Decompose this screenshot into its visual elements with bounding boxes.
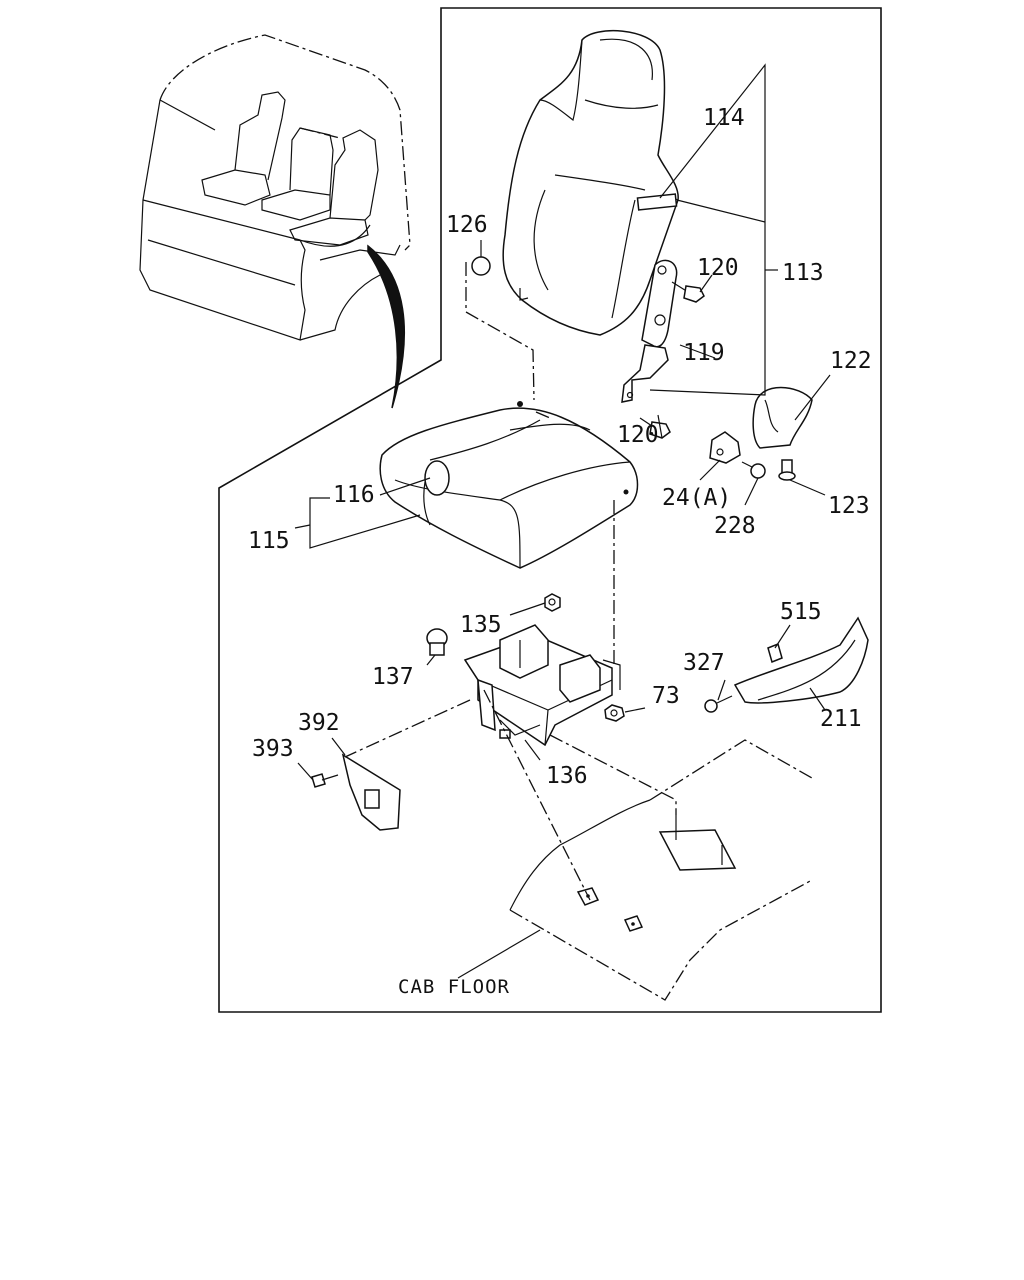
callout-515: 515 — [780, 599, 822, 625]
diagram-frame — [218, 7, 882, 1013]
knob-cover — [709, 431, 741, 464]
callout-211: 211 — [820, 706, 862, 732]
leader-lines — [294, 63, 831, 979]
callout-73: 73 — [652, 683, 680, 709]
callout-137: 137 — [372, 664, 414, 690]
callout-113: 113 — [782, 260, 824, 286]
nut-126 — [471, 256, 491, 276]
screw-228 — [741, 461, 766, 479]
bolt-137 — [426, 628, 448, 656]
cab-inset-illustration — [139, 34, 411, 409]
callout-228: 228 — [714, 513, 756, 539]
screw-327 — [704, 695, 733, 713]
screw-123 — [778, 459, 796, 481]
nut-135 — [544, 593, 561, 612]
clip-515 — [767, 642, 783, 664]
callout-393: 393 — [252, 736, 294, 762]
callout-120-lower: 120 — [617, 422, 659, 448]
seat-back — [502, 29, 679, 336]
hinge-cover — [752, 386, 813, 449]
callout-392: 392 — [298, 710, 340, 736]
bracket-392 — [341, 753, 401, 831]
callout-116: 116 — [333, 482, 375, 508]
callout-135: 135 — [460, 612, 502, 638]
callout-119: 119 — [683, 340, 725, 366]
bolt-120-upper — [671, 281, 705, 303]
recliner-hinge — [621, 259, 678, 403]
cab-floor-caption: CAB FLOOR — [398, 976, 510, 998]
side-trim — [733, 616, 869, 704]
callout-120-upper: 120 — [697, 255, 739, 281]
callout-115: 115 — [248, 528, 290, 554]
callout-122: 122 — [830, 348, 872, 374]
callout-136: 136 — [546, 763, 588, 789]
assembly-lines — [344, 262, 677, 901]
callout-126: 126 — [446, 212, 488, 238]
bolt-393 — [311, 773, 339, 788]
seat-frame — [463, 624, 621, 747]
callout-24a: 24(A) — [662, 485, 731, 511]
seat-cushion — [379, 401, 639, 569]
callout-123: 123 — [828, 493, 870, 519]
cab-floor — [509, 739, 813, 1001]
callout-114: 114 — [703, 105, 745, 131]
nut-73 — [604, 704, 625, 722]
callout-327: 327 — [683, 650, 725, 676]
